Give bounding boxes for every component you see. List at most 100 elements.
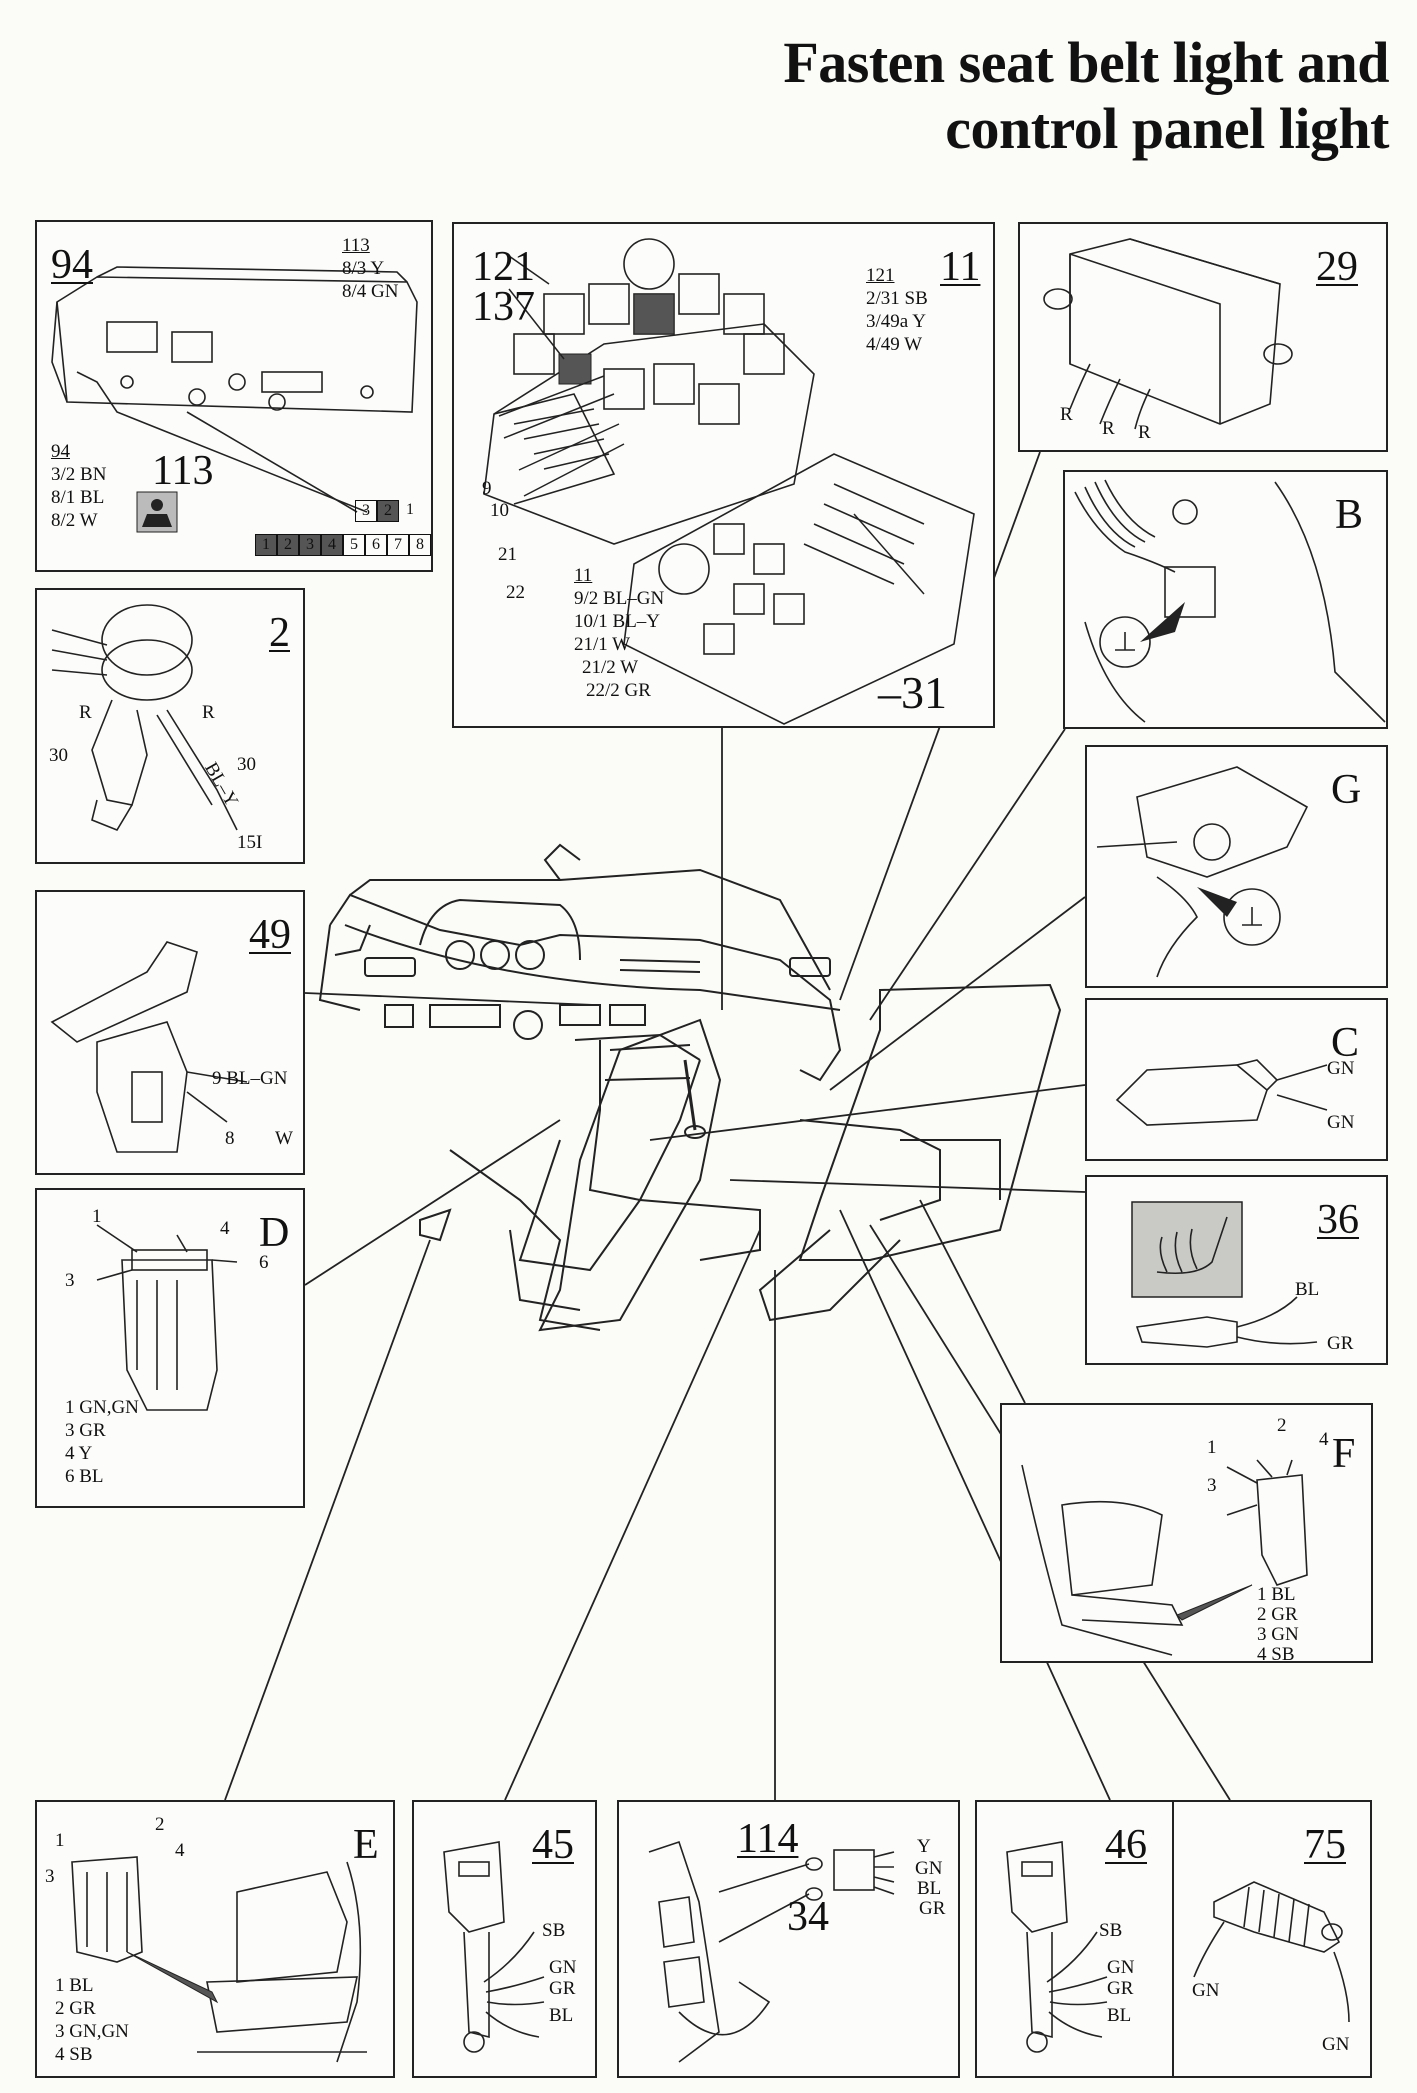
wire-label: SB [542,1920,566,1941]
pin-box: 3 [299,534,321,556]
panel-94-instrument-cluster: 94 113 8/3 Y 8/4 GN 94 3/2 BN 8/1 BL 8/2… [35,220,433,572]
panel-36-id: 36 [1317,1197,1359,1243]
panel-46-id: 46 [1105,1822,1147,1868]
stalk-switch-drawing [50,941,248,1153]
panel-94-wire-list: 94 3/2 BN 8/1 BL 8/2 W [51,440,106,532]
connector-drawing [1115,1059,1328,1126]
belt-buckle-drawing [1006,1841,1108,2053]
seat-sensor-drawing [1131,1201,1318,1348]
list-line: 1 GN,GN [65,1397,139,1418]
connector-drawing [96,1224,238,1411]
pin-box: 2 [277,534,299,556]
panel-D-connector: D 1 4 3 6 1 GN,GN 3 GR 4 Y 6 BL [35,1188,305,1508]
list-line: 8/1 BL [51,487,105,508]
callout-10: 10 [490,500,509,521]
list-line: 21/2 W [582,657,639,678]
pin-box: 3 [355,500,377,522]
wire-label: 30 [237,754,256,775]
wire-label: R [1102,418,1115,439]
wire-label: GN [1107,1957,1135,1978]
ref-head: 121 [866,265,895,286]
panel-45-belt-buckle: 45 SB GN GR BL [412,1800,597,2078]
wire-label: GR [549,1978,576,1999]
wire-label: GN [1192,1980,1220,2001]
wire-label: GR [919,1898,946,1919]
list-line: 1 BL [55,1975,94,1996]
panel-114-switch: 114 34 Y GN BL GR [617,1800,960,2078]
wire-label: 9 BL–GN [212,1068,288,1089]
list-line: 3 GN,GN [55,2021,129,2042]
list-line: 3 GN [1257,1624,1299,1645]
ground-label: –31 [878,667,947,718]
panel-11-relay-fuse-box: 121 137 11 121 2/31 SB 3/49a Y 4/49 W 9 … [452,222,995,728]
list-line: 8/2 W [51,510,98,531]
pin-label: 1 [1207,1437,1217,1458]
panel-114-id: 114 [737,1816,799,1862]
panel-29-id: 29 [1316,244,1358,290]
list-line: 4 Y [65,1443,93,1464]
list-line: 3/2 BN [51,464,107,485]
panel-36-seat-sensor: 36 BL GR [1085,1175,1388,1365]
panel-94-sub-id: 113 [152,448,214,494]
belt-buckle-drawing [443,1841,545,2053]
relay-box-drawing [483,238,975,725]
wire-label: R [1060,404,1073,425]
pin-label: 6 [259,1252,269,1273]
list-line: 6 BL [65,1466,104,1487]
wire-label: BL [917,1878,942,1899]
list-line: 10/1 BL–Y [574,611,661,632]
seat-connector-drawing [1021,1459,1308,1656]
panel-C-connector: C GN GN [1085,998,1388,1161]
callout-9: 9 [482,478,492,499]
ref-line: 8/3 Y [342,258,385,279]
callout-137: 137 [472,284,535,330]
pin-label: 3 [1207,1475,1217,1496]
pin-box: 6 [365,534,387,556]
panel-75-id: 75 [1304,1822,1346,1868]
wire-label: BL [549,2005,574,2026]
panel-75-resistor: 75 GN GN [1172,1800,1372,2078]
panel-29-module: 29 R R R [1018,222,1388,452]
panel-94-ref-list: 113 8/3 Y 8/4 GN [342,234,398,303]
panel-B-id: B [1335,492,1364,538]
pin-box: 1 [406,501,414,518]
panel-C-id: C [1331,1020,1360,1066]
panel-2-id: 2 [269,610,290,656]
list-head: 94 [51,441,70,462]
ignition-switch-drawing [51,604,238,831]
panel-45-id: 45 [532,1822,574,1868]
seat-connector-drawing [71,1856,367,2063]
ref-line: 4/49 W [866,334,923,355]
pin-label: 4 [1319,1429,1329,1450]
list-head: 11 [574,565,593,586]
resistor-drawing [1193,1881,1350,2023]
list-line: 3 GR [65,1420,106,1441]
list-line: 9/2 BL–GN [574,588,665,609]
panel-2-ignition-switch: 2 R R 30 30 BL–Y 15I [35,588,305,864]
pin-label: 3 [45,1866,55,1887]
panel-94-id: 94 [51,242,93,288]
ground-point-drawing [1074,479,1386,723]
wire-label: SB [1099,1920,1123,1941]
wire-label: R [202,702,215,723]
instrument-cluster-drawing [51,266,418,533]
panel-E-seat-connector: E 2 1 4 3 1 BL 2 GR 3 GN,GN 4 SB [35,1800,395,2078]
wire-label: R [79,702,92,723]
callout-21: 21 [498,544,517,565]
panel-F-wire-list: 1 BL 2 GR 3 GN 4 SB [1257,1585,1299,1665]
wire-label: GN [1327,1058,1355,1079]
ref-line: 8/4 GN [342,281,399,302]
callout-121: 121 [472,244,535,290]
wire-label: 8 [225,1128,235,1149]
list-line: 2 GR [1257,1604,1298,1625]
list-line: 21/1 W [574,634,631,655]
title-line-2: control panel light [945,96,1389,161]
panel-E-id: E [353,1822,379,1868]
panel-G-ground-point: G [1085,745,1388,988]
list-line: 4 SB [1257,1644,1295,1665]
pin-label: 2 [155,1814,165,1835]
panel-D-id: D [259,1210,290,1256]
panel-G-id: G [1331,767,1362,813]
list-line: 22/2 GR [586,680,651,701]
list-line: 1 BL [1257,1584,1296,1605]
